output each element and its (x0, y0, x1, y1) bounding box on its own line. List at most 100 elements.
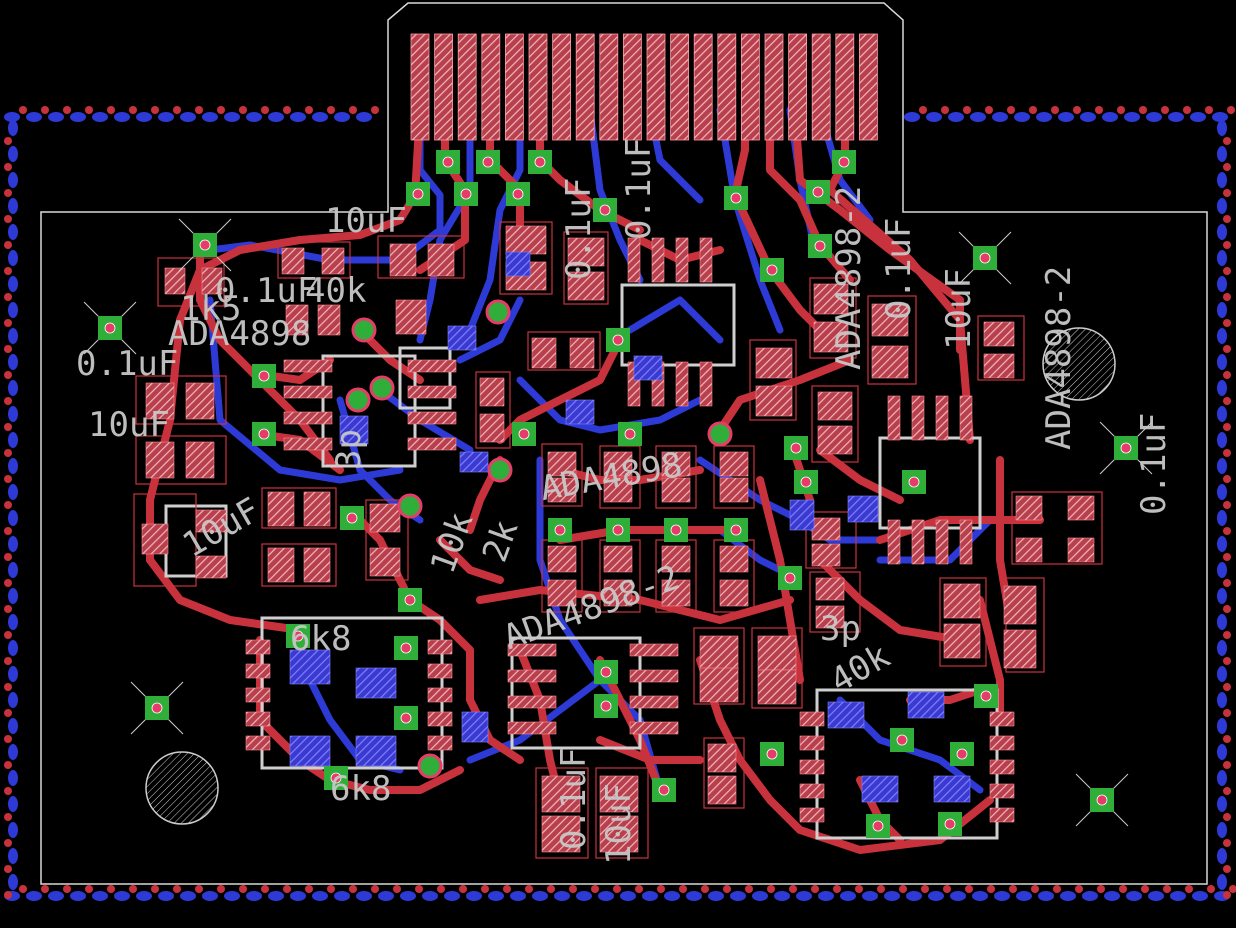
stitch-via (1223, 891, 1231, 899)
round-via (345, 387, 371, 413)
stitch-via (19, 885, 27, 893)
stitch-via (349, 885, 357, 893)
bottom-pad (789, 499, 815, 531)
label-01uf-left: 0.1uF (76, 344, 178, 384)
stitch-via (1148, 891, 1164, 901)
stitch-via (41, 885, 49, 893)
stitch-via (701, 885, 709, 893)
connector-finger (623, 33, 642, 141)
via-hole (518, 428, 530, 440)
stitch-via (1217, 744, 1227, 760)
stitch-via (202, 112, 218, 122)
edge-connector-fingers[interactable] (410, 33, 878, 141)
smd-pad (811, 543, 841, 567)
stitch-via (151, 106, 159, 114)
bottom-trace (416, 106, 474, 344)
smd-pad (935, 395, 949, 441)
smd-pad (815, 577, 845, 601)
top-trace (791, 106, 964, 354)
stitch-via (26, 112, 42, 122)
stitch-via (4, 865, 12, 873)
via-hole (730, 524, 742, 536)
stitch-via (8, 822, 18, 838)
label-01uf-right-top: 0.1uF (879, 218, 919, 320)
smd-pad (651, 237, 665, 283)
stitch-via (1073, 106, 1081, 114)
smd-pad (755, 385, 793, 417)
stitch-via (1217, 432, 1227, 448)
part-courtyard (563, 231, 609, 305)
stitch-via (8, 354, 18, 370)
part-courtyard (261, 543, 337, 587)
stitch-via (855, 885, 863, 893)
stitch-via (4, 189, 12, 197)
label-3p-right: 3p (820, 609, 861, 649)
stitch-via (8, 562, 18, 578)
bottom-pads (289, 251, 971, 803)
smd-pad (541, 815, 581, 853)
stitch-via (926, 112, 942, 122)
smd-pad (707, 743, 737, 773)
stitch-via (8, 328, 18, 344)
smd-pad (943, 583, 981, 619)
stitch-via (1223, 865, 1231, 873)
component-pads (141, 225, 1095, 853)
stitch-via (63, 106, 71, 114)
stitch-via (4, 501, 12, 509)
via-hole (460, 188, 472, 200)
stitch-via (1126, 891, 1142, 901)
stitch-via (8, 614, 18, 630)
stitch-via (8, 432, 18, 448)
smd-pad (283, 411, 333, 425)
connector-finger (764, 33, 784, 141)
top-trace (976, 596, 1004, 724)
smd-pad (145, 441, 175, 479)
stitch-via (8, 224, 18, 240)
part-courtyard (595, 767, 649, 859)
stitch-via (904, 112, 920, 122)
smd-pad (141, 523, 169, 555)
smd-pad (369, 503, 401, 533)
stitch-via (378, 891, 394, 901)
stitch-via (283, 106, 291, 114)
silk-outline (510, 636, 642, 750)
label-40k-top: 40k (305, 271, 366, 311)
smd-pad (603, 545, 633, 573)
stitch-via (591, 885, 599, 893)
stitch-via (4, 163, 12, 171)
via-hole (554, 524, 566, 536)
stitch-via (4, 345, 12, 353)
part-courtyard (809, 277, 857, 359)
round-via (397, 493, 423, 519)
stitch-via (1223, 293, 1231, 301)
stitch-via (4, 475, 12, 483)
stitch-via (1223, 761, 1231, 769)
via-hole (980, 690, 992, 702)
stitch-via (481, 885, 489, 893)
stitch-via (943, 885, 951, 893)
stitch-via (1124, 112, 1140, 122)
stitch-via (987, 885, 995, 893)
stitch-via (246, 891, 262, 901)
smd-pad (303, 491, 331, 527)
stitch-via (444, 891, 460, 901)
part-courtyard (693, 627, 745, 705)
smd-pad (959, 395, 973, 441)
via-hole (199, 239, 211, 251)
stitch-via (1223, 631, 1231, 639)
stitch-via (4, 423, 12, 431)
stitch-via (92, 112, 108, 122)
smd-pad (195, 509, 227, 533)
stitch-via (26, 891, 42, 901)
smd-pad (755, 347, 793, 379)
stitch-via (334, 891, 350, 901)
stitch-via (371, 885, 379, 893)
stitch-via (745, 885, 753, 893)
smd-pad (799, 711, 825, 727)
via-hole (872, 820, 884, 832)
bottom-trace (206, 296, 404, 484)
smd-pad (1067, 495, 1095, 521)
stitch-via (239, 106, 247, 114)
stitch-via (4, 579, 12, 587)
stitch-via (877, 885, 885, 893)
